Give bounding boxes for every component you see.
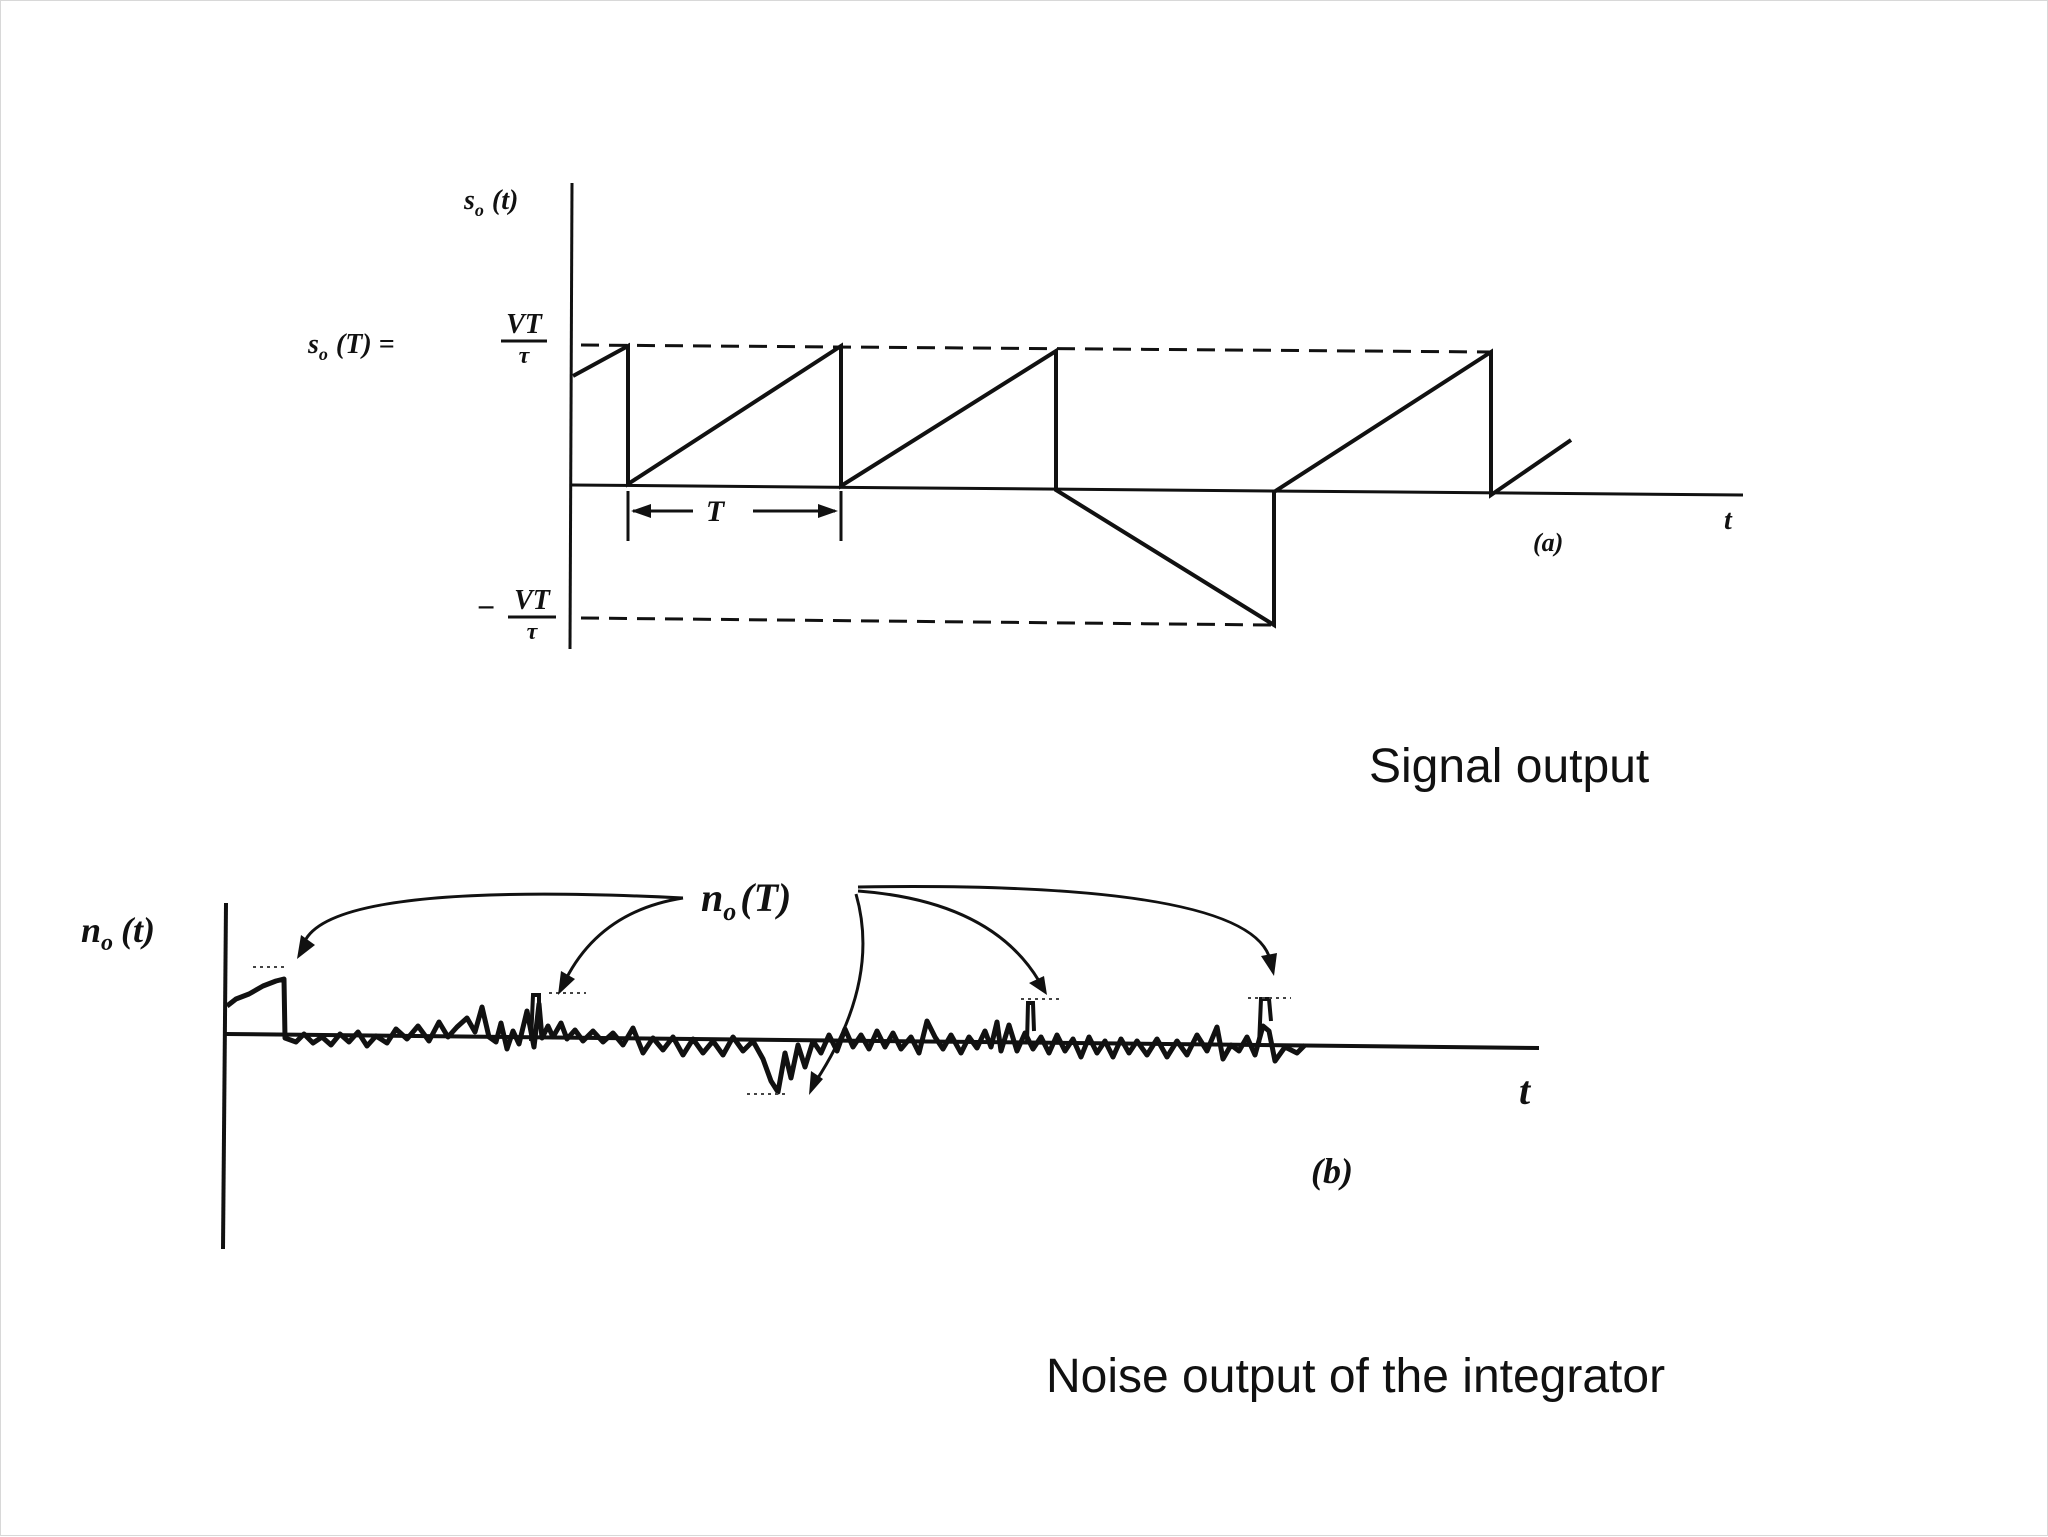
a-peak-label: so(T) = <box>307 329 395 364</box>
a-y-axis-label: so(t) <box>463 185 518 220</box>
a-period-label: T <box>706 495 726 528</box>
b-pointer-head-4 <box>1029 976 1047 995</box>
a-peak-fraction-denominator: τ <box>519 343 531 369</box>
b-panel-tag: (b) <box>1311 1151 1353 1191</box>
b-pointer-head-2 <box>558 971 575 995</box>
a-x-axis-label: t <box>1724 505 1733 536</box>
a-upper-dashed-line <box>580 343 1492 354</box>
b-pointer-curve-2 <box>564 896 684 980</box>
a-period-arrow-left-head <box>631 504 651 518</box>
a-neg-fraction-numerator: VT <box>514 585 552 616</box>
b-pointer-head-1 <box>297 935 315 959</box>
a-x-axis <box>571 483 1744 497</box>
b-spike-1 <box>529 993 541 1042</box>
a-y-axis <box>568 182 574 650</box>
noise-output-caption: Noise output of the integrator <box>1046 1350 1666 1403</box>
figure-a: T so(t) so(T) = VT τ − VT τ t (a) <box>307 182 1744 650</box>
a-period-arrow-right-head <box>818 504 838 518</box>
b-y-axis <box>221 902 228 1250</box>
b-pointer-curve-4 <box>857 889 1041 982</box>
b-x-axis-label: t <box>1519 1068 1532 1113</box>
a-signal-waveform <box>572 342 1573 629</box>
b-y-axis-label: no(t) <box>81 910 155 956</box>
b-pointer-curve-3 <box>814 893 865 1082</box>
a-neg-fraction-denominator: τ <box>527 619 539 645</box>
a-neg-sign: − <box>477 589 495 625</box>
b-sample-label: no(T) <box>701 875 791 926</box>
a-panel-tag: (a) <box>1533 528 1563 557</box>
b-pointer-curve-5 <box>857 885 1271 957</box>
a-peak-fraction-numerator: VT <box>506 309 544 340</box>
a-lower-dashed-line <box>580 616 1272 627</box>
b-pointer-curve-1 <box>304 892 684 940</box>
signal-output-caption: Signal output <box>1369 740 1650 793</box>
b-noise-waveform <box>225 976 1307 1095</box>
b-spike-2 <box>1025 1001 1036 1044</box>
b-pointer-head-5 <box>1261 953 1277 976</box>
b-pointer-head-3 <box>809 1071 823 1095</box>
figure-b: no(T) no(t) t (b) <box>81 875 1540 1250</box>
